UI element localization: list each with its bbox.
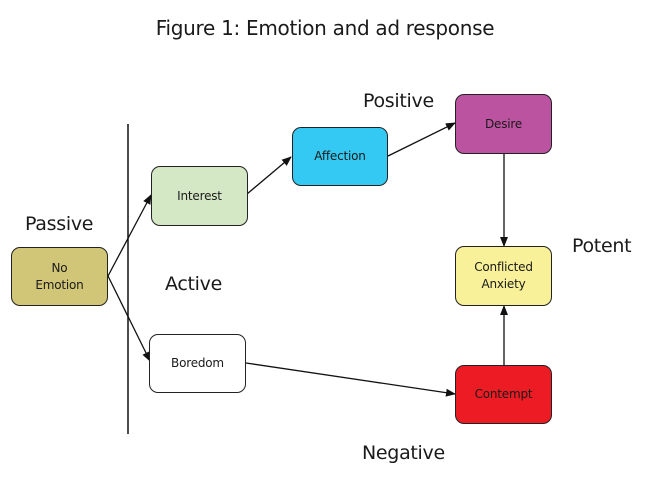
edge-boredom-contempt <box>245 362 456 397</box>
node-affection: Affection <box>292 127 388 186</box>
edge-interest-affection <box>246 156 292 195</box>
node-conflicted-anxiety: Conflicted Anxiety <box>455 246 552 306</box>
edge-no-emotion-boredom <box>107 275 151 362</box>
label-negative: Negative <box>362 442 445 464</box>
label-potent: Potent <box>572 235 632 257</box>
node-contempt: Contempt <box>455 365 552 424</box>
edge-no-emotion-interest <box>107 194 152 277</box>
node-boredom: Boredom <box>149 334 246 393</box>
node-interest: Interest <box>151 166 248 226</box>
label-positive: Positive <box>363 90 434 112</box>
label-passive: Passive <box>25 213 94 235</box>
node-no-emotion: No Emotion <box>11 247 108 306</box>
node-desire: Desire <box>455 94 552 154</box>
edge-affection-desire <box>387 122 456 157</box>
label-active: Active <box>165 273 222 295</box>
figure-title: Figure 1: Emotion and ad response <box>155 16 495 40</box>
